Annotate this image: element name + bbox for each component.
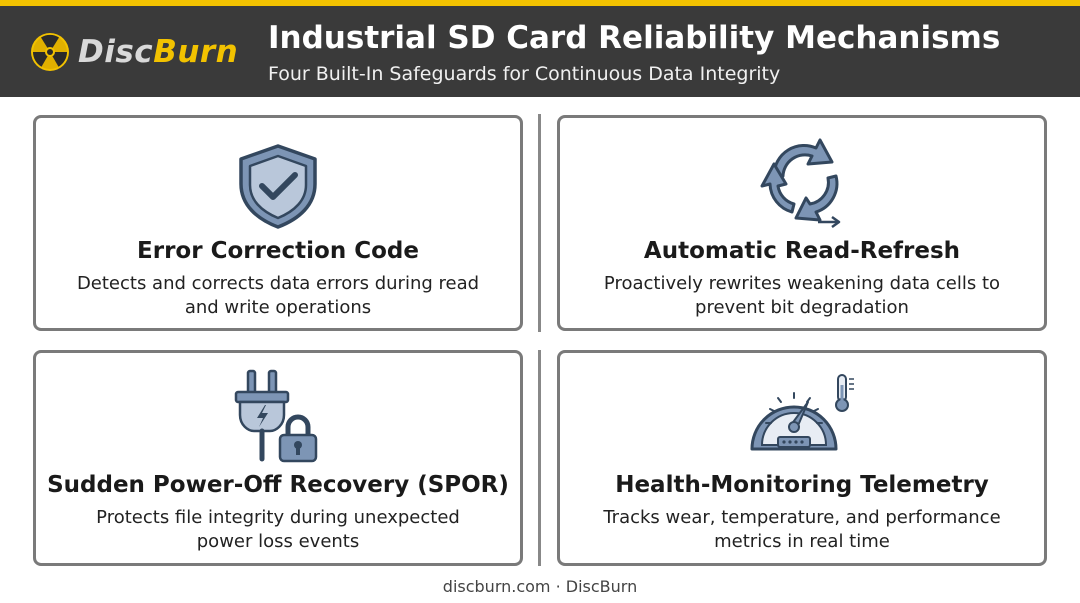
footer-credit: discburn.com · DiscBurn <box>442 577 638 596</box>
card-title: Health-Monitoring Telemetry <box>615 472 989 498</box>
page-subtitle: Four Built-In Safeguards for Continuous … <box>268 63 781 85</box>
card-description: Detects and corrects data errors during … <box>76 273 480 318</box>
page-title: Industrial SD Card Reliability Mechanism… <box>268 20 1001 56</box>
card-title: Error Correction Code <box>137 238 419 264</box>
logo-wordmark: DiscBurn <box>78 34 238 70</box>
card-description: Protects file integrity during unexpecte… <box>96 507 460 552</box>
card-read-refresh: Automatic Read-Refresh Proactively rewri… <box>557 115 1047 331</box>
card-title: Sudden Power-Off Recovery (SPOR) <box>47 472 509 498</box>
gauge-thermometer-icon <box>560 371 1044 461</box>
radiation-disc-icon <box>31 33 69 71</box>
logo: DiscBurn <box>30 28 238 76</box>
header-banner: DiscBurn Industrial SD Card Reliability … <box>0 6 1080 97</box>
card-description: Tracks wear, temperature, and performanc… <box>603 507 1001 552</box>
logo-text-burn: Burn <box>153 34 239 70</box>
vertical-divider-top <box>538 114 541 332</box>
refresh-cycle-icon <box>560 132 1044 232</box>
shield-check-icon <box>36 142 520 230</box>
card-health-monitoring: Health-Monitoring Telemetry Tracks wear,… <box>557 350 1047 566</box>
plug-lock-icon <box>36 365 520 465</box>
vertical-divider-bottom <box>538 350 541 566</box>
accent-bar <box>0 0 1080 6</box>
card-title: Automatic Read-Refresh <box>643 238 961 264</box>
logo-text-disc: Disc <box>78 34 154 70</box>
card-error-correction: Error Correction Code Detects and correc… <box>33 115 523 331</box>
card-power-off-recovery: Sudden Power-Off Recovery (SPOR) Protect… <box>33 350 523 566</box>
card-description: Proactively rewrites weakening data cell… <box>603 273 1001 318</box>
